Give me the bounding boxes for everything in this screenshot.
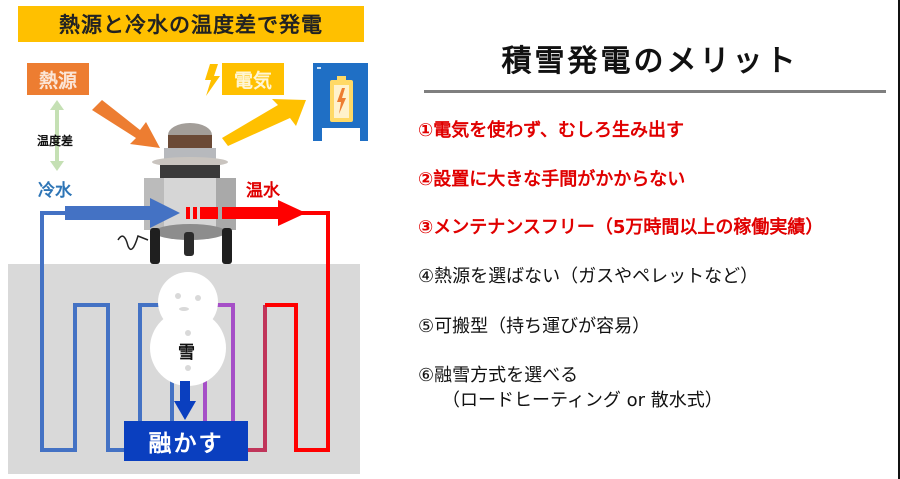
cold-flow-arrow — [65, 206, 155, 220]
electricity-label: 電気 — [222, 63, 284, 95]
snowman-body — [150, 310, 226, 386]
hot-pipe — [265, 211, 330, 452]
snow-label: 雪 — [178, 343, 195, 363]
lightning-icon — [205, 64, 220, 96]
panel-title: 積雪発電のメリット — [501, 44, 799, 79]
merit-item-4: ④熱源を選ばない（ガスやペレットなど） — [418, 266, 759, 287]
merit-item-6-subtext: （ロードヒーティング or 散水式） — [442, 390, 723, 411]
heat-arrow — [92, 100, 160, 148]
merit-item-1: ①電気を使わず、むしろ生み出す — [418, 120, 684, 141]
title-divider — [424, 90, 886, 93]
melt-label: 融かす — [124, 421, 248, 461]
melt-arrow — [174, 401, 196, 420]
thermoelectric-diagram: 熱源と冷水の温度差で発電 熱源 電気 温度差 冷水 温水 雪 融かす — [0, 0, 380, 479]
diagram-title: 熱源と冷水の温度差で発電 — [18, 6, 364, 42]
merits-panel: 積雪発電のメリット ①電気を使わず、むしろ生み出す ②設置に大きな手間がかからな… — [400, 0, 898, 479]
slide-border — [898, 0, 900, 479]
temperature-difference-label: 温度差 — [37, 134, 74, 148]
hot-flow-arrow — [222, 207, 282, 219]
electricity-arrow — [222, 99, 306, 146]
merit-item-5: ⑤可搬型（持ち運びが容易） — [418, 316, 651, 337]
warm-pipe — [248, 305, 267, 452]
hot-water-label: 温水 — [246, 181, 280, 201]
heat-source-label: 熱源 — [27, 63, 89, 95]
merit-item-3: ③メンテナンスフリー（5万時間以上の稼働実績） — [418, 217, 824, 238]
merit-item-6: ⑥融雪方式を選べる — [418, 365, 579, 386]
diagram-graphics — [8, 63, 368, 474]
merit-item-2: ②設置に大きな手間がかからない — [418, 169, 686, 190]
cold-water-label: 冷水 — [38, 181, 72, 201]
cold-pipe — [40, 211, 175, 452]
